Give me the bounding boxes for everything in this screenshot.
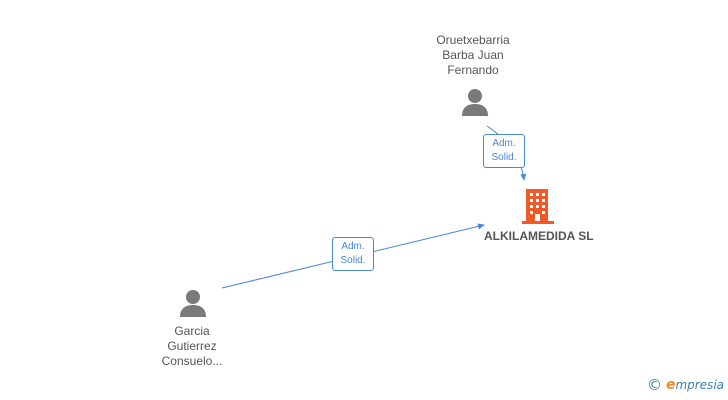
brand-wordmark: empresia (666, 377, 724, 393)
person-top-name[interactable]: Oruetxebarria Barba Juan Fernando (413, 33, 533, 78)
edge-label-top-line-1: Adm. (492, 138, 516, 149)
brand-logo: © empresia (647, 376, 724, 394)
edge-label-bottom-line-1: Adm. (341, 241, 365, 252)
edge-label-bottom[interactable]: Adm. Solid. (332, 237, 374, 271)
edge-label-top-line-2: Solid. (491, 152, 517, 163)
copyright-icon: © (646, 376, 662, 394)
brand-first-letter: e (665, 377, 676, 393)
person-bottom-name[interactable]: Garcia Gutierrez Consuelo... (132, 324, 252, 369)
person-bottom-name-line-2: Gutierrez (167, 339, 217, 353)
company-name[interactable]: ALKILAMEDIDA SL (484, 229, 594, 243)
edge-label-bottom-line-2: Solid. (340, 255, 366, 266)
person-icon[interactable] (178, 289, 208, 319)
person-bottom-name-line-1: Garcia (174, 324, 210, 338)
edge-label-top[interactable]: Adm. Solid. (483, 134, 525, 168)
person-top-name-line-3: Fernando (447, 63, 499, 77)
building-icon[interactable] (522, 189, 554, 225)
person-bottom-name-line-3: Consuelo... (161, 354, 223, 368)
person-top-name-line-1: Oruetxebarria (436, 33, 510, 47)
person-top-name-line-2: Barba Juan (442, 48, 504, 62)
person-icon[interactable] (460, 88, 490, 118)
brand-rest: mpresia (675, 378, 724, 392)
